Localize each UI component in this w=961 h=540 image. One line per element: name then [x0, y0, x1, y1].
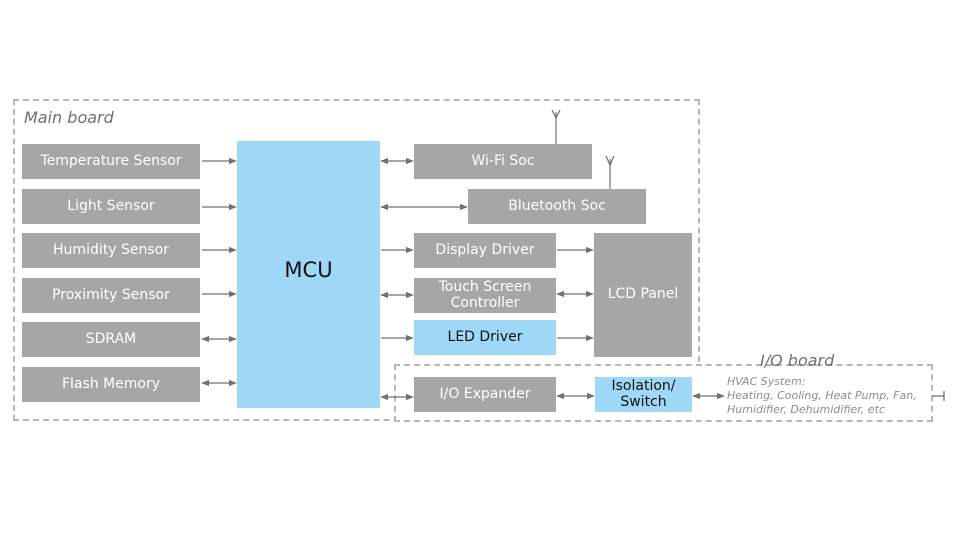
- hvac-line-2: Heating, Cooling, Heat Pump, Fan,: [727, 389, 917, 402]
- mcu-label: MCU: [284, 258, 333, 282]
- io-expander-block: I/O Expander: [414, 377, 556, 412]
- sdram-label: SDRAM: [85, 330, 137, 347]
- hvac-line-3: Humidifier, Dehumidifier, etc: [727, 403, 885, 416]
- touch-screen-label-line1: Touch Screen: [438, 279, 532, 296]
- sdram-block: SDRAM: [22, 322, 200, 357]
- isolation-label-line1: Isolation/: [611, 378, 676, 395]
- io-expander-label: I/O Expander: [439, 385, 531, 402]
- flash-memory-block: Flash Memory: [22, 367, 200, 402]
- light-sensor-block: Light Sensor: [22, 189, 200, 224]
- bluetooth-soc-block: Bluetooth Soc: [468, 189, 646, 224]
- touch-screen-controller-block: Touch Screen Controller: [414, 278, 556, 313]
- isolation-switch-block: Isolation/ Switch: [595, 377, 692, 412]
- mcu-block: MCU: [237, 141, 380, 408]
- temperature-sensor-block: Temperature Sensor: [22, 144, 200, 179]
- humidity-sensor-label: Humidity Sensor: [53, 241, 169, 258]
- wifi-soc-label: Wi-Fi Soc: [471, 152, 535, 169]
- proximity-sensor-label: Proximity Sensor: [52, 286, 170, 303]
- humidity-sensor-block: Humidity Sensor: [22, 233, 200, 268]
- hvac-line-1: HVAC System:: [727, 375, 806, 388]
- temperature-sensor-label: Temperature Sensor: [40, 152, 182, 169]
- display-driver-block: Display Driver: [414, 233, 556, 268]
- led-driver-block: LED Driver: [414, 320, 556, 355]
- lcd-panel-label: LCD Panel: [607, 286, 679, 303]
- touch-screen-label-line2: Controller: [450, 294, 520, 311]
- display-driver-label: Display Driver: [435, 241, 535, 258]
- antenna-icon: [551, 109, 615, 189]
- io-board-label: I/O board: [760, 351, 835, 370]
- lcd-panel-block: LCD Panel: [594, 233, 692, 357]
- proximity-sensor-block: Proximity Sensor: [22, 278, 200, 313]
- main-board-frame: [13, 99, 700, 421]
- flash-memory-label: Flash Memory: [61, 375, 161, 392]
- light-sensor-label: Light Sensor: [67, 197, 155, 214]
- main-board-label: Main board: [24, 108, 114, 127]
- bluetooth-soc-label: Bluetooth Soc: [508, 197, 606, 214]
- led-driver-label: LED Driver: [447, 328, 523, 345]
- isolation-label-line2: Switch: [620, 393, 667, 410]
- hvac-system-text: HVAC System: Heating, Cooling, Heat Pump…: [727, 375, 917, 417]
- wifi-soc-block: Wi-Fi Soc: [414, 144, 592, 179]
